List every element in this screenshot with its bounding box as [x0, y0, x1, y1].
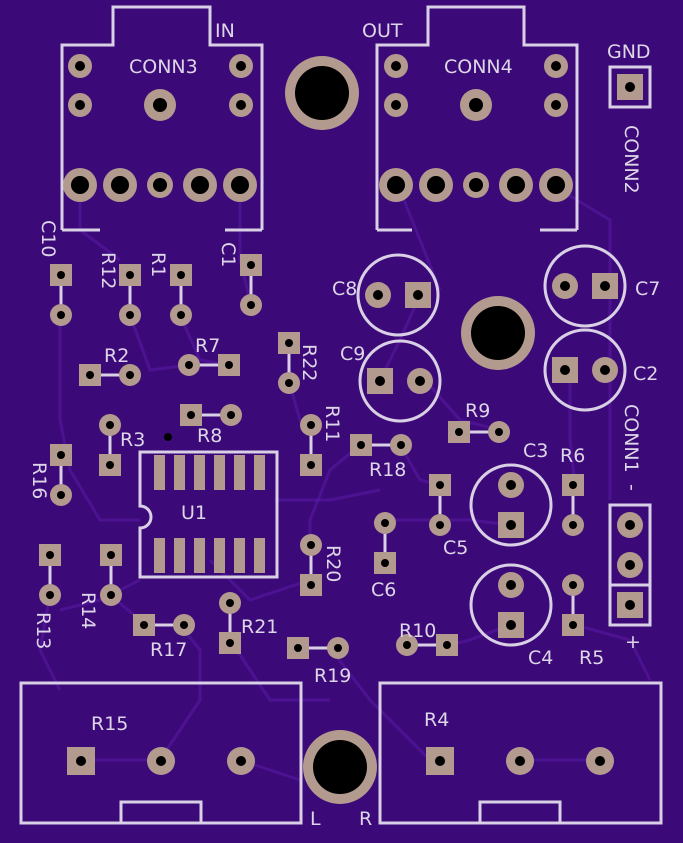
mounting-hole-middle: [461, 296, 535, 370]
label-c5: C5: [443, 537, 468, 559]
label-r1: R1: [147, 252, 169, 277]
part-r22: [278, 332, 300, 394]
label-r5: R5: [579, 647, 604, 669]
label-r12: R12: [97, 252, 119, 289]
part-r16: [50, 444, 72, 506]
part-r12: [119, 264, 141, 326]
mounting-hole-top: [285, 56, 359, 130]
label-r22: R22: [298, 344, 320, 381]
part-r21: [219, 592, 241, 654]
part-r10: [396, 634, 458, 656]
conn3-jack: [60, 5, 264, 232]
part-r14: [100, 544, 122, 606]
label-r19: R19: [314, 665, 351, 687]
part-r20: [300, 534, 322, 596]
pot-r15: [19, 681, 303, 825]
conn4-jack: [375, 5, 579, 232]
cap-c9: [358, 339, 442, 423]
part-c10: [50, 264, 72, 326]
part-r1: [170, 264, 192, 326]
part-r18: [350, 434, 412, 456]
part-c5: [429, 474, 451, 536]
label-c7: C7: [635, 278, 660, 300]
label-r3: R3: [120, 429, 145, 451]
part-r5: [562, 574, 584, 636]
part-r8: [180, 404, 242, 426]
label-r10: R10: [399, 620, 436, 642]
cap-c8: [356, 253, 440, 337]
conn2-gnd-pad: [608, 65, 652, 109]
part-r7: [178, 354, 240, 376]
part-c1: [240, 254, 262, 316]
label-r13: R13: [32, 612, 54, 649]
label-in: IN: [215, 20, 235, 42]
label-conn1: CONN1: [620, 404, 642, 473]
cap-c4: [469, 563, 553, 647]
label-plus: +: [625, 631, 641, 653]
label-r20: R20: [322, 545, 344, 582]
cap-c7: [543, 244, 627, 328]
label-c3: C3: [523, 440, 548, 462]
label-conn3: CONN3: [129, 56, 198, 78]
label-conn4: CONN4: [444, 56, 513, 78]
label-r18: R18: [369, 459, 406, 481]
label-r16: R16: [28, 462, 50, 499]
label-r6: R6: [560, 445, 585, 467]
label-r21: R21: [241, 616, 278, 638]
label-r15: R15: [91, 713, 128, 735]
chip-u1: [138, 433, 279, 579]
label-c8: C8: [332, 278, 357, 300]
part-r17: [133, 614, 195, 636]
label-u1: U1: [181, 502, 207, 524]
label-r8: R8: [197, 425, 222, 447]
label-r14: R14: [77, 592, 99, 629]
label-r7: R7: [195, 335, 220, 357]
part-r13: [39, 544, 61, 606]
part-r19: [287, 637, 349, 659]
label-r2: R2: [104, 345, 129, 367]
label-r4: R4: [424, 709, 449, 731]
label-gnd: GND: [607, 41, 651, 63]
part-c6: [374, 512, 396, 574]
label-r17: R17: [150, 639, 187, 661]
label-r11: R11: [321, 405, 343, 442]
label-conn2: CONN2: [620, 125, 642, 194]
part-r2: [79, 364, 141, 386]
label-r9: R9: [465, 400, 490, 422]
cap-c2: [543, 328, 627, 412]
label-r: R: [359, 808, 372, 830]
label-c6: C6: [371, 579, 396, 601]
part-r3: [99, 414, 121, 476]
conn1-header: [608, 503, 652, 627]
label-c2: C2: [633, 363, 658, 385]
pot-r4: [378, 681, 663, 825]
part-r11: [300, 414, 322, 476]
label-c1: C1: [217, 242, 239, 267]
silkscreen-labels: IN OUT GND CONN3 CONN4 CONN2 CONN1 - + C…: [28, 20, 660, 830]
mounting-hole-bottom: [303, 730, 377, 804]
label-c10: C10: [37, 220, 59, 257]
label-c9: C9: [340, 343, 365, 365]
label-out: OUT: [362, 20, 403, 42]
label-minus: -: [621, 484, 643, 491]
part-r6: [562, 474, 584, 536]
cap-c3: [469, 463, 553, 547]
label-l: L: [310, 808, 321, 830]
label-c4: C4: [528, 647, 553, 669]
part-r9: [448, 421, 510, 443]
